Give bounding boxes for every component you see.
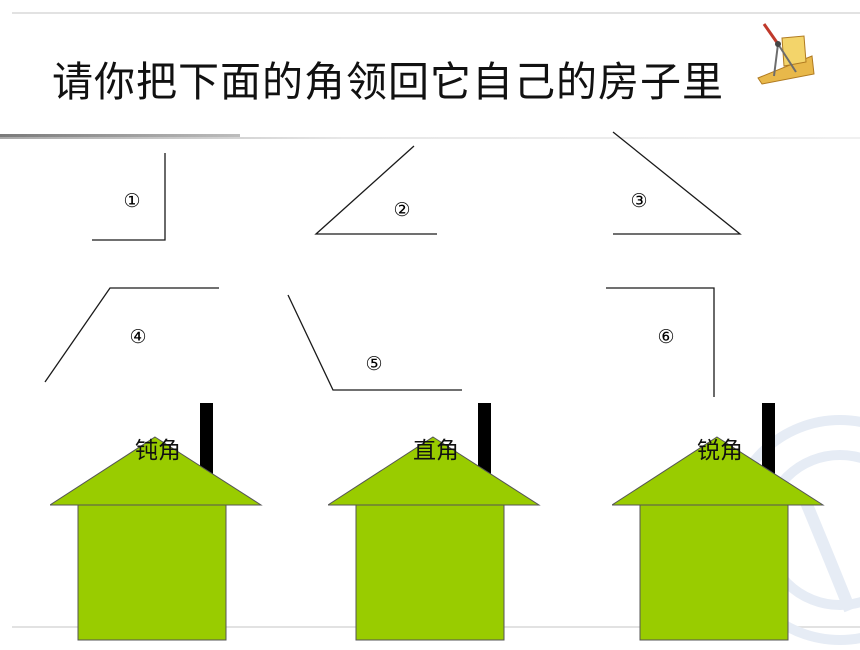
house-body — [639, 504, 789, 641]
house-obtuse[interactable]: 钝角 — [50, 400, 270, 650]
house-body — [77, 504, 227, 641]
angle-label-1: ① — [123, 190, 141, 212]
angle-2-lines — [314, 145, 437, 235]
house-label-acute: 锐角 — [697, 438, 743, 464]
chimney — [200, 403, 213, 483]
house-body — [355, 504, 505, 641]
slide-frame-top — [12, 12, 860, 14]
angle-1-lines — [92, 153, 166, 241]
angle-5-lines — [287, 294, 462, 391]
chimney — [478, 403, 491, 483]
angle-6-lines — [606, 287, 715, 397]
page-title: 请你把下面的角领回它自己的房子里 — [52, 58, 724, 106]
angle-label-4: ④ — [129, 326, 147, 348]
angle-label-5: ⑤ — [365, 353, 383, 375]
house-right[interactable]: 直角 — [328, 400, 548, 650]
house-label-obtuse: 钝角 — [135, 438, 181, 464]
angle-4-lines — [44, 287, 219, 383]
title-divider — [0, 134, 860, 140]
angle-3-lines — [612, 131, 742, 235]
ruler-compass-icon — [757, 23, 815, 85]
angle-label-6: ⑥ — [657, 326, 675, 348]
house-label-right: 直角 — [413, 438, 459, 464]
angle-label-3: ③ — [630, 190, 648, 212]
house-acute[interactable]: 锐角 — [612, 400, 832, 650]
chimney — [762, 403, 775, 483]
angle-label-2: ② — [393, 199, 411, 221]
